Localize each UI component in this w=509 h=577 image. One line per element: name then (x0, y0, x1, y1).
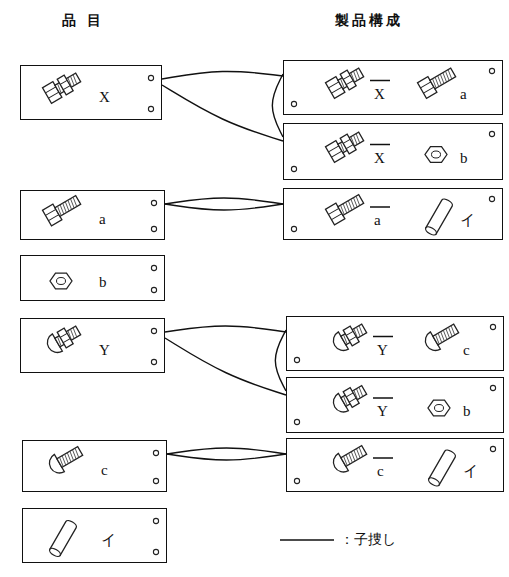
part-code: X (374, 151, 385, 166)
part-code: c (101, 463, 108, 478)
legend-text: ：子捜し (340, 531, 396, 549)
item-card: b (20, 255, 165, 301)
part-code: X (374, 87, 385, 102)
structure-card: cイ (286, 438, 504, 492)
part-illustration (284, 124, 501, 178)
chain-link (275, 330, 286, 391)
part-code: a (99, 212, 106, 227)
structure-card: Xa (283, 60, 503, 115)
chain-link (165, 326, 286, 332)
column-heading: 品 目 (62, 12, 104, 30)
part-illustration (21, 319, 163, 371)
chain-link (162, 85, 283, 141)
part-code: イ (101, 533, 116, 548)
chain-link (165, 204, 283, 210)
item-card: イ (22, 508, 167, 563)
structure-card: Xb (283, 123, 503, 180)
part-code: c (463, 343, 470, 358)
part-code: a (374, 213, 381, 228)
item-card: X (20, 65, 162, 120)
chain-link (167, 454, 286, 460)
part-code: Y (377, 343, 388, 358)
part-code: Y (377, 404, 388, 419)
part-illustration (284, 61, 501, 113)
structure-card: Yb (286, 377, 504, 433)
item-card: c (22, 440, 167, 492)
chain-link (272, 74, 283, 137)
part-illustration (23, 441, 165, 490)
part-code: Y (99, 343, 110, 358)
part-illustration (21, 191, 163, 238)
part-code: b (463, 404, 471, 419)
chain-link (165, 198, 283, 204)
structure-card: Yc (286, 316, 504, 371)
legend-row: ：子捜し (278, 531, 396, 549)
part-illustration (23, 509, 165, 561)
part-code: c (377, 464, 384, 479)
item-card: Y (20, 318, 165, 373)
part-code: a (460, 87, 467, 102)
part-illustration (21, 66, 160, 118)
part-code: b (460, 151, 468, 166)
item-card: a (20, 190, 165, 240)
chain-link (162, 71, 283, 79)
part-illustration (287, 317, 502, 369)
chain-link (165, 338, 286, 395)
legend-line-sample (278, 534, 340, 546)
structure-card: aイ (283, 188, 503, 240)
part-code: イ (463, 464, 478, 479)
part-code: イ (460, 213, 475, 228)
part-code: X (99, 90, 110, 105)
part-code: b (99, 275, 107, 290)
chain-link (167, 448, 286, 454)
column-heading: 製品構成 (335, 12, 403, 30)
part-illustration (21, 256, 163, 299)
